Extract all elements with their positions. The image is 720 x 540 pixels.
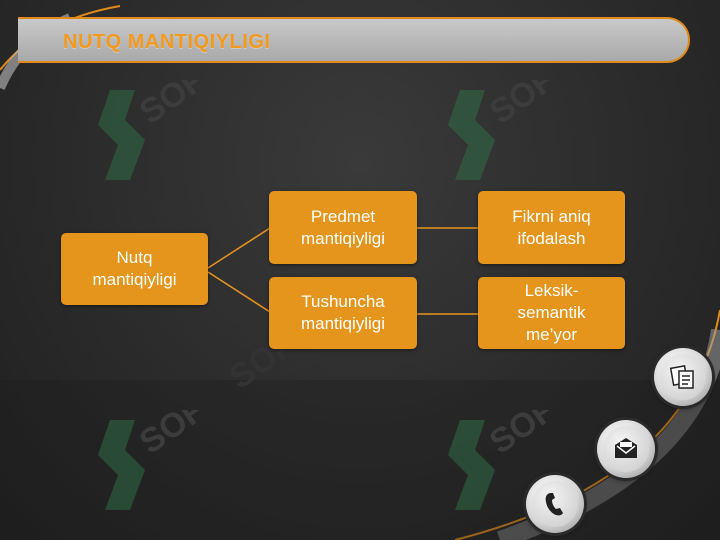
diagram-node-branch: Tushuncha mantiqiyligi bbox=[269, 277, 417, 349]
diagram-node-leaf: Fikrni aniq ifodalash bbox=[478, 191, 625, 264]
watermark-logo: SOFT bbox=[98, 410, 229, 510]
title-bar bbox=[18, 17, 690, 63]
watermark-logo: SOFT bbox=[98, 80, 229, 180]
connector-root-branch-2 bbox=[207, 271, 271, 313]
documents-button[interactable] bbox=[654, 348, 712, 406]
envelope-icon bbox=[615, 438, 637, 458]
node-label: Tushuncha mantiqiyligi bbox=[300, 292, 386, 333]
phone-icon bbox=[545, 493, 563, 516]
phone-button[interactable] bbox=[526, 475, 584, 533]
documents-icon bbox=[669, 365, 694, 389]
mail-button[interactable] bbox=[597, 420, 655, 478]
diagram-node-root: Nutq mantiqiyligi bbox=[61, 233, 208, 305]
node-label: Fikrni aniq ifodalash bbox=[512, 206, 591, 248]
diagram-node-branch: Predmet mantiqiyligi bbox=[269, 191, 417, 264]
node-label: Nutq mantiqiyligi bbox=[92, 248, 177, 289]
node-label: Predmet mantiqiyligi bbox=[300, 206, 386, 248]
diagram-node-leaf: Leksik- semantik me’yor bbox=[478, 277, 625, 349]
connector-root-branch-1 bbox=[207, 227, 271, 269]
node-label: Leksik- semantik me’yor bbox=[517, 281, 586, 344]
watermark-logo: SOFT bbox=[448, 80, 579, 180]
page-title: NUTQ MANTIQIYLIGI bbox=[63, 31, 271, 53]
watermark-logo: SOFT bbox=[448, 410, 579, 510]
